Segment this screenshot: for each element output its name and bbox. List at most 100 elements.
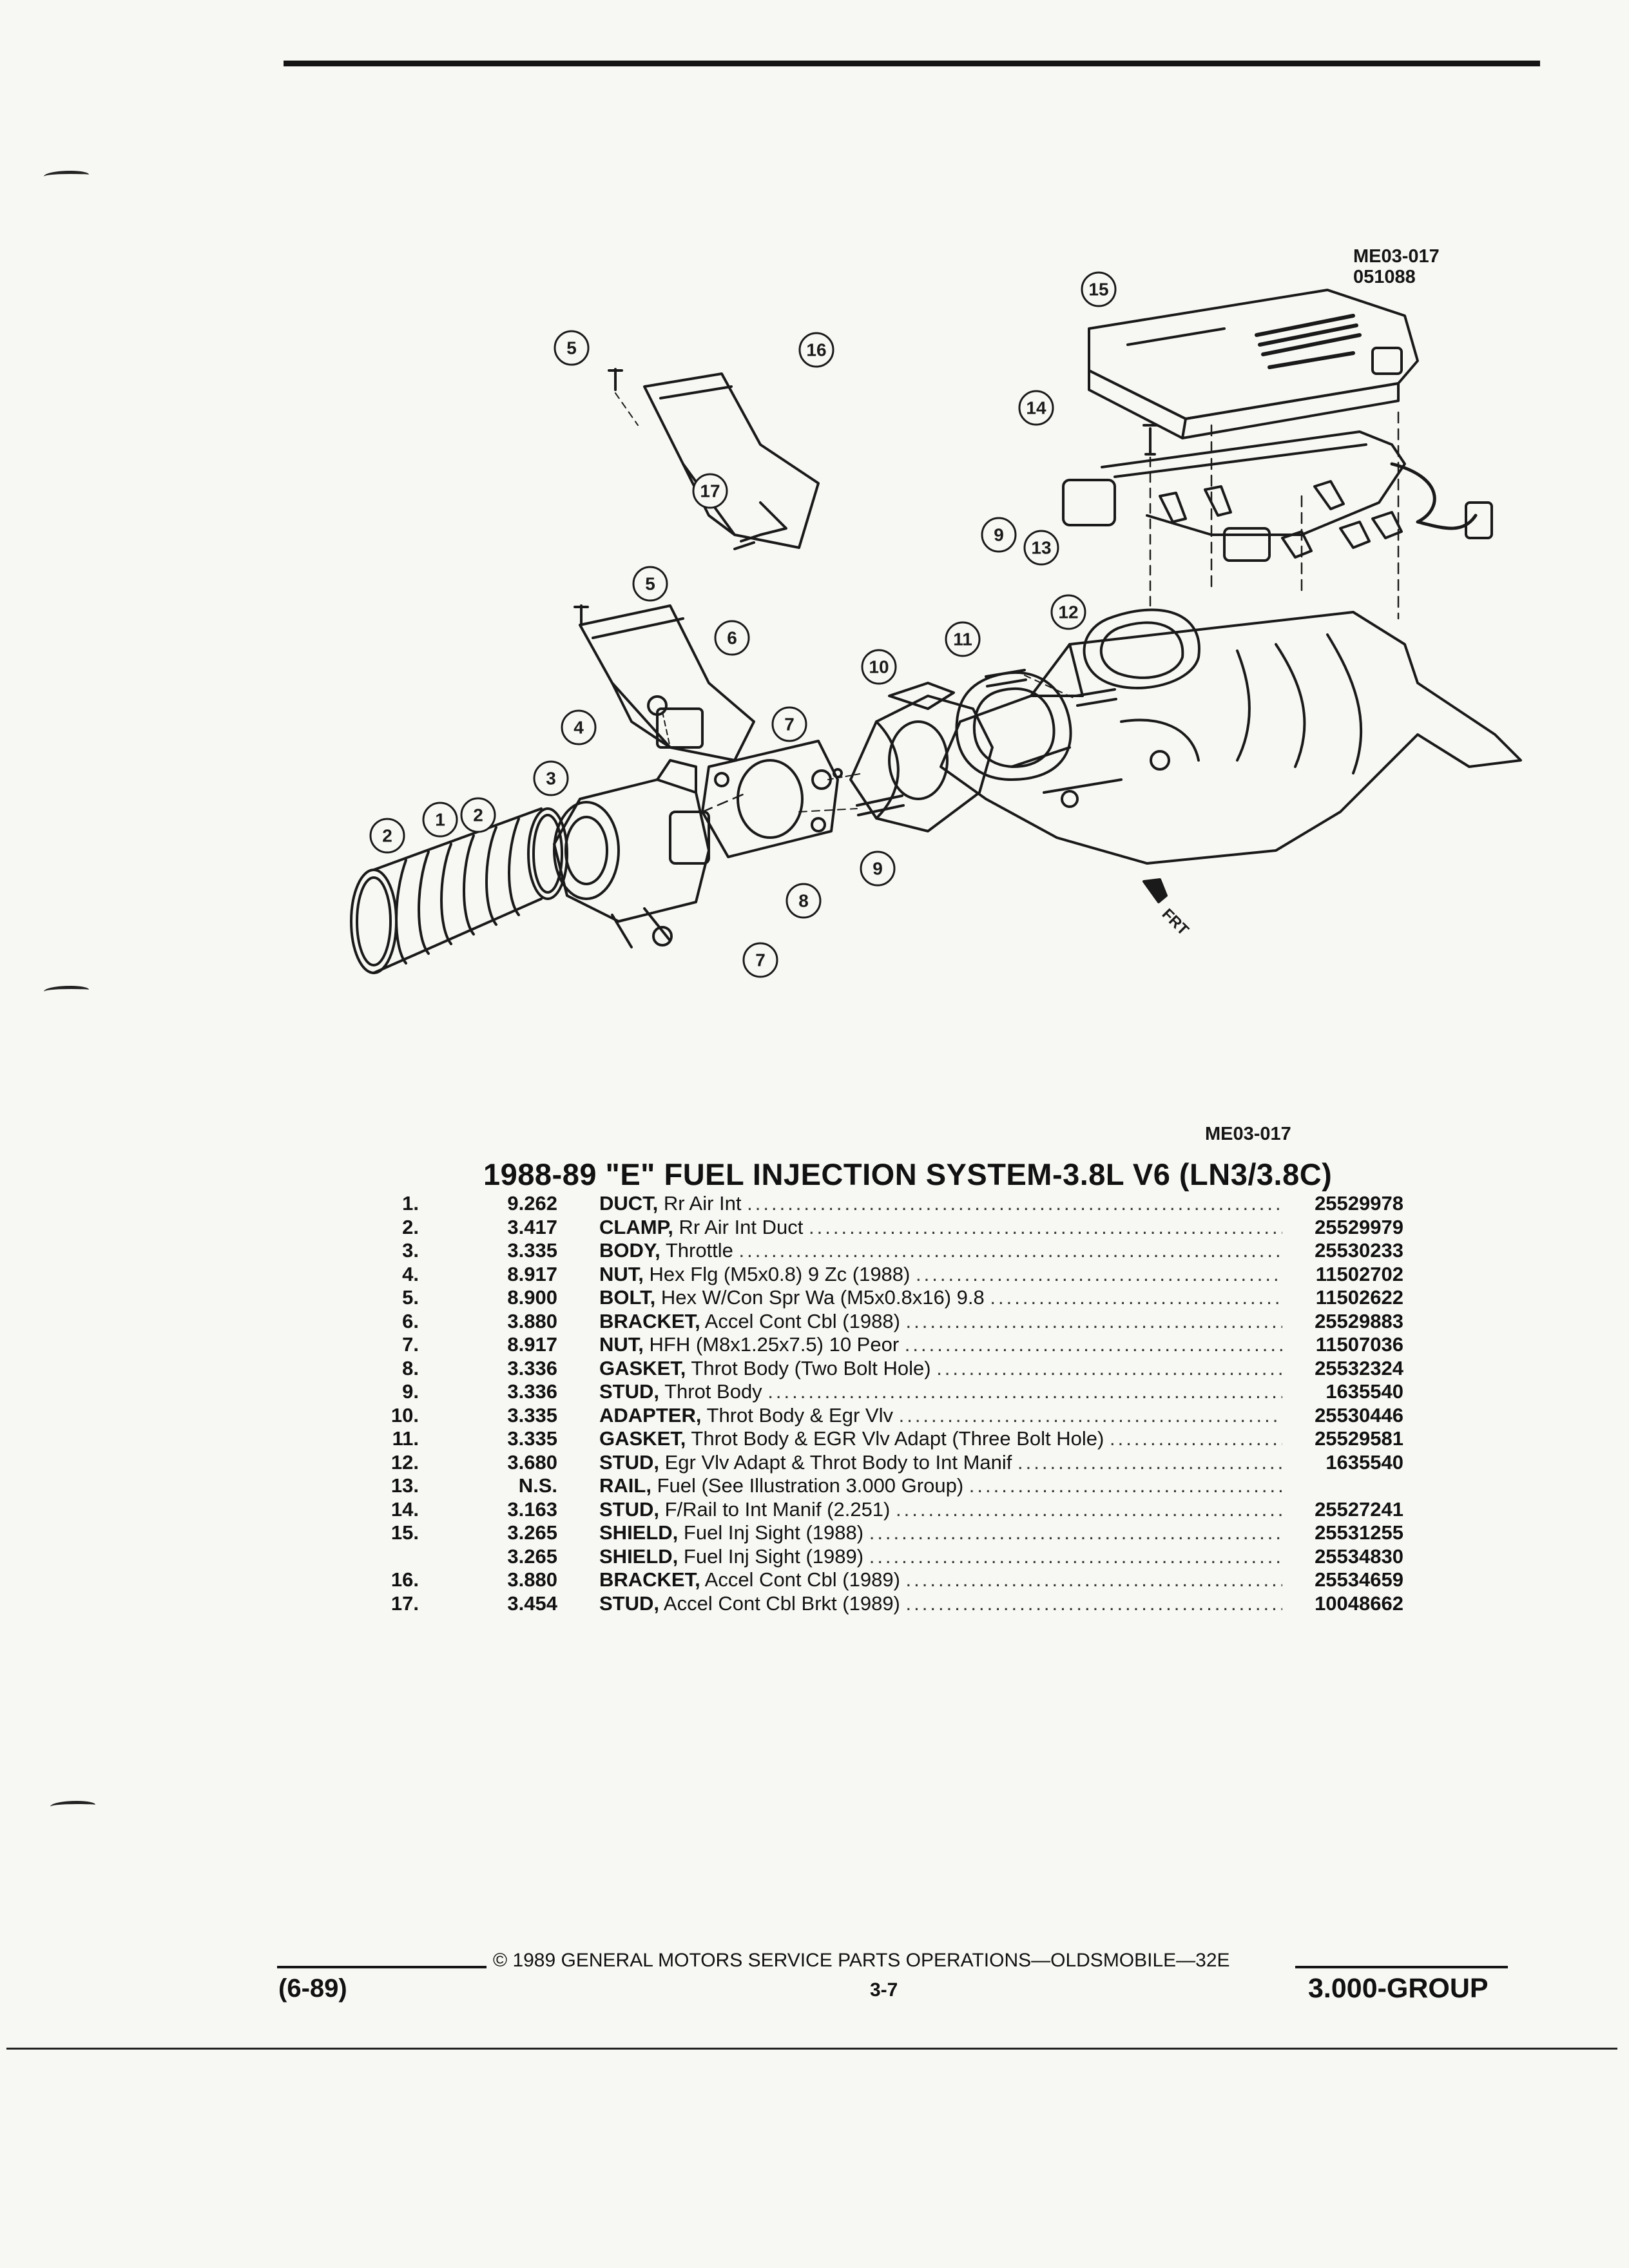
dot-leader: ........................................…: [1109, 1427, 1282, 1450]
part-description: STUD, F/Rail to Int Manif (2.251) ......…: [599, 1498, 1282, 1521]
part-detail: HFH (M8x1.25x7.5) 10 Peor: [649, 1333, 900, 1356]
callout-circle: [554, 330, 590, 366]
dot-leader: ........................................…: [969, 1474, 1282, 1497]
part-detail: Accel Cont Cbl (1988): [704, 1309, 900, 1332]
part-detail: Hex Flg (M5x0.8) 9 Zc (1988): [649, 1262, 911, 1285]
item-number: 17.: [390, 1591, 419, 1615]
group-code: N.S.: [518, 1474, 557, 1497]
reference-date-code: 051088: [1353, 267, 1416, 287]
part-name: STUD,: [599, 1497, 659, 1521]
group-code: 3.880: [507, 1309, 557, 1332]
group-code: 3.680: [507, 1450, 557, 1474]
part-detail: Rr Air Int: [663, 1192, 742, 1215]
dot-leader: ........................................…: [1017, 1450, 1282, 1474]
front-direction-label: FRT: [1159, 905, 1192, 939]
item-number: 1.: [402, 1192, 419, 1215]
part-description: BRACKET, Accel Cont Cbl (1989) .........…: [599, 1568, 1282, 1591]
dot-leader: ........................................…: [990, 1286, 1282, 1309]
footer-rule-right: [1295, 1966, 1508, 1968]
part-detail: Rr Air Int Duct: [679, 1215, 804, 1238]
throttle-body: [553, 759, 710, 948]
item-number: 3.: [402, 1239, 419, 1262]
part-description: NUT, Hex Flg (M5x0.8) 9 Zc (1988) ......…: [599, 1263, 1282, 1286]
dot-leader: ........................................…: [896, 1497, 1282, 1521]
callout-12: 12: [1058, 602, 1078, 622]
callout-circle: [861, 649, 897, 685]
group-code: 3.163: [507, 1497, 557, 1521]
item-number: 12.: [390, 1450, 419, 1474]
callout-circle: [561, 709, 597, 745]
footer-copyright: © 1989 GENERAL MOTORS SERVICE PARTS OPER…: [493, 1950, 1230, 1971]
egr-gasket: [955, 671, 1072, 781]
part-number: 25530446: [1315, 1403, 1403, 1427]
part-name: NUT,: [599, 1333, 644, 1356]
callout-circle: [798, 332, 834, 368]
callout-5-lower: 5: [645, 574, 655, 594]
group-code: 3.335: [507, 1239, 557, 1262]
footer-group: 3.000-GROUP: [1308, 1973, 1489, 2004]
part-number: 25531255: [1315, 1521, 1403, 1544]
callout-1: 1: [435, 810, 445, 830]
group-code: 3.335: [507, 1427, 557, 1450]
section-title: 1988-89 "E" FUEL INJECTION SYSTEM-3.8L V…: [483, 1157, 1333, 1191]
part-name: STUD,: [599, 1591, 659, 1615]
part-name: BODY,: [599, 1239, 660, 1262]
footer-revision-date: (6-89): [278, 1974, 347, 2003]
part-detail: Throt Body & EGR Vlv Adapt (Three Bolt H…: [691, 1427, 1104, 1450]
dot-leader: ........................................…: [905, 1591, 1282, 1615]
part-number: 25532324: [1315, 1356, 1403, 1379]
part-name: ADAPTER,: [599, 1403, 702, 1427]
part-number: 10048662: [1315, 1591, 1403, 1615]
callout-circle: [692, 473, 728, 509]
callout-17: 17: [700, 481, 720, 501]
part-description: BOLT, Hex W/Con Spr Wa (M5x0.8x16) 9.8 .…: [599, 1286, 1282, 1309]
callout-6: 6: [727, 628, 737, 648]
callout-13: 13: [1031, 538, 1051, 558]
item-number: 15.: [390, 1521, 419, 1544]
parts-row: 13.N.S.RAIL, Fuel (See Illustration 3.00…: [361, 1474, 1405, 1498]
part-number: 25530233: [1315, 1239, 1403, 1262]
item-number: 11.: [392, 1427, 419, 1450]
binder-hole-mark: [44, 171, 89, 180]
part-detail: Throt Body (Two Bolt Hole): [691, 1356, 931, 1379]
dot-leader: ........................................…: [747, 1192, 1282, 1215]
item-number: 14.: [390, 1497, 419, 1521]
part-description: NUT, HFH (M8x1.25x7.5) 10 Peor .........…: [599, 1333, 1282, 1356]
callout-16: 16: [806, 340, 826, 360]
binder-hole-mark: [50, 1801, 95, 1811]
top-rule: [284, 61, 1540, 66]
part-description: DUCT, Rr Air Int .......................…: [599, 1192, 1282, 1215]
binder-hole-mark: [44, 986, 89, 995]
front-direction-arrow: [1142, 878, 1168, 903]
part-description: STUD, Egr Vlv Adapt & Throt Body to Int …: [599, 1451, 1282, 1474]
part-detail: Throt Body & Egr Vlv: [706, 1403, 893, 1427]
item-number: 7.: [402, 1333, 419, 1356]
item-number: 6.: [402, 1309, 419, 1332]
part-description: STUD, Accel Cont Cbl Brkt (1989) .......…: [599, 1592, 1282, 1615]
callout-circle: [460, 797, 496, 833]
part-number: 25529978: [1315, 1192, 1403, 1215]
fuel-rail-stud: [1142, 424, 1158, 607]
part-detail: Fuel (See Illustration 3.000 Group): [657, 1474, 964, 1497]
callout-circle: [860, 850, 896, 887]
item-number: 8.: [402, 1356, 419, 1379]
item-number: 4.: [402, 1262, 419, 1285]
callout-circle: [1050, 594, 1086, 630]
callout-circle: [1018, 390, 1054, 426]
part-description: RAIL, Fuel (See Illustration 3.000 Group…: [599, 1474, 1282, 1497]
throttle-body-adapter: [849, 682, 994, 832]
callout-9-alt: 9: [872, 859, 883, 879]
dot-leader: ........................................…: [869, 1521, 1282, 1544]
part-number: 11502622: [1315, 1286, 1403, 1309]
part-name: STUD,: [599, 1380, 659, 1403]
accel-cable-bracket-1989: [643, 372, 820, 549]
callout-circle: [1081, 271, 1117, 307]
part-number: 25529883: [1315, 1309, 1403, 1332]
